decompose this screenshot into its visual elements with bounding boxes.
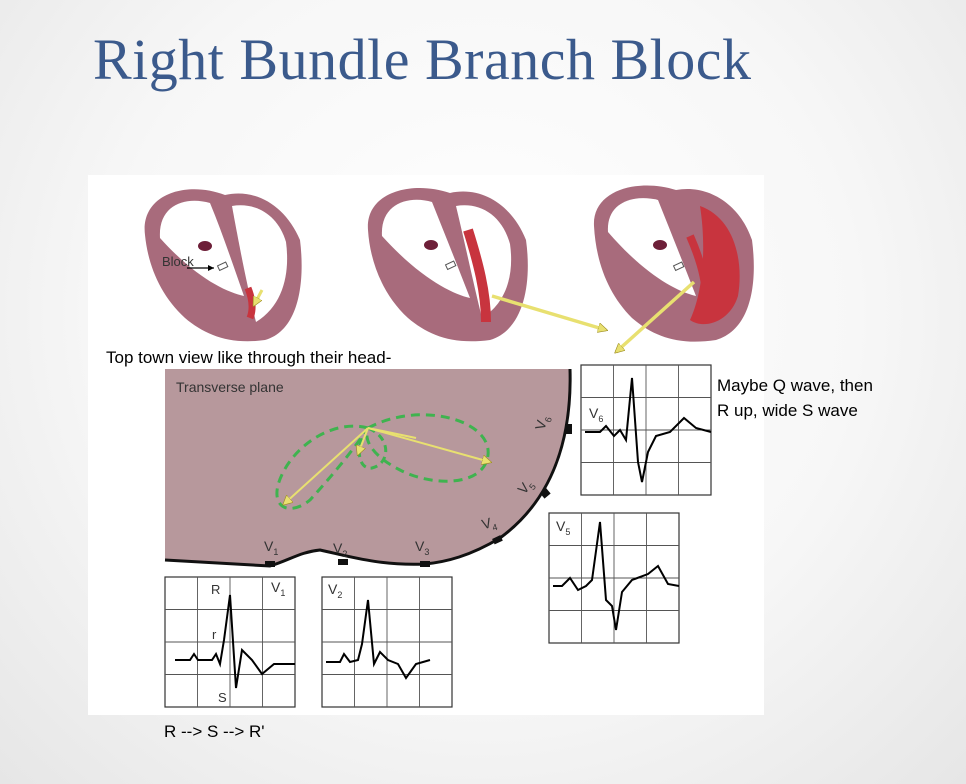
block-label: Block [162,254,194,269]
electrode-v1 [265,561,275,567]
electrode-v6 [565,424,572,434]
heart3-to-v6-arrow [616,280,696,352]
ecg-v6-panel: V6 [580,364,712,496]
ecg-v1-s-label: S [218,690,227,705]
electrode-v3 [420,561,430,567]
v6-annotation-line-2: R up, wide S wave [717,401,858,420]
heart-diagram-2 [367,187,528,342]
v1-sequence-caption: R --> S --> R' [164,722,265,741]
electrode-v5 [540,488,551,499]
ecg-v5-panel: V5 [548,512,680,644]
transverse-plane: Transverse plane V1 V2 V3 V4 V5 V6 [164,368,572,568]
heart2-to-v6-arrow [491,294,606,330]
v6-annotation: Maybe Q wave, then R up, wide S wave [717,373,873,423]
v6-annotation-line-1: Maybe Q wave, then [717,376,873,395]
ecg-v1-r-label: R [211,582,220,597]
heart-diagram-3 [593,185,754,342]
ecg-v2-panel: V2 [321,576,453,708]
slide-title: Right Bundle Branch Block [93,27,752,92]
transverse-plane-label: Transverse plane [176,379,284,395]
ecg-v1-panel: R r S V1 [164,576,296,708]
electrode-v2 [338,559,348,565]
electrode-v4 [492,535,503,545]
vector-loop [275,413,490,510]
vector-arrows [284,427,490,504]
ecg-v1-small-r-label: r [212,627,217,642]
top-view-caption: Top town view like through their head- [106,348,392,367]
heart-diagram-1: Block [144,189,302,342]
